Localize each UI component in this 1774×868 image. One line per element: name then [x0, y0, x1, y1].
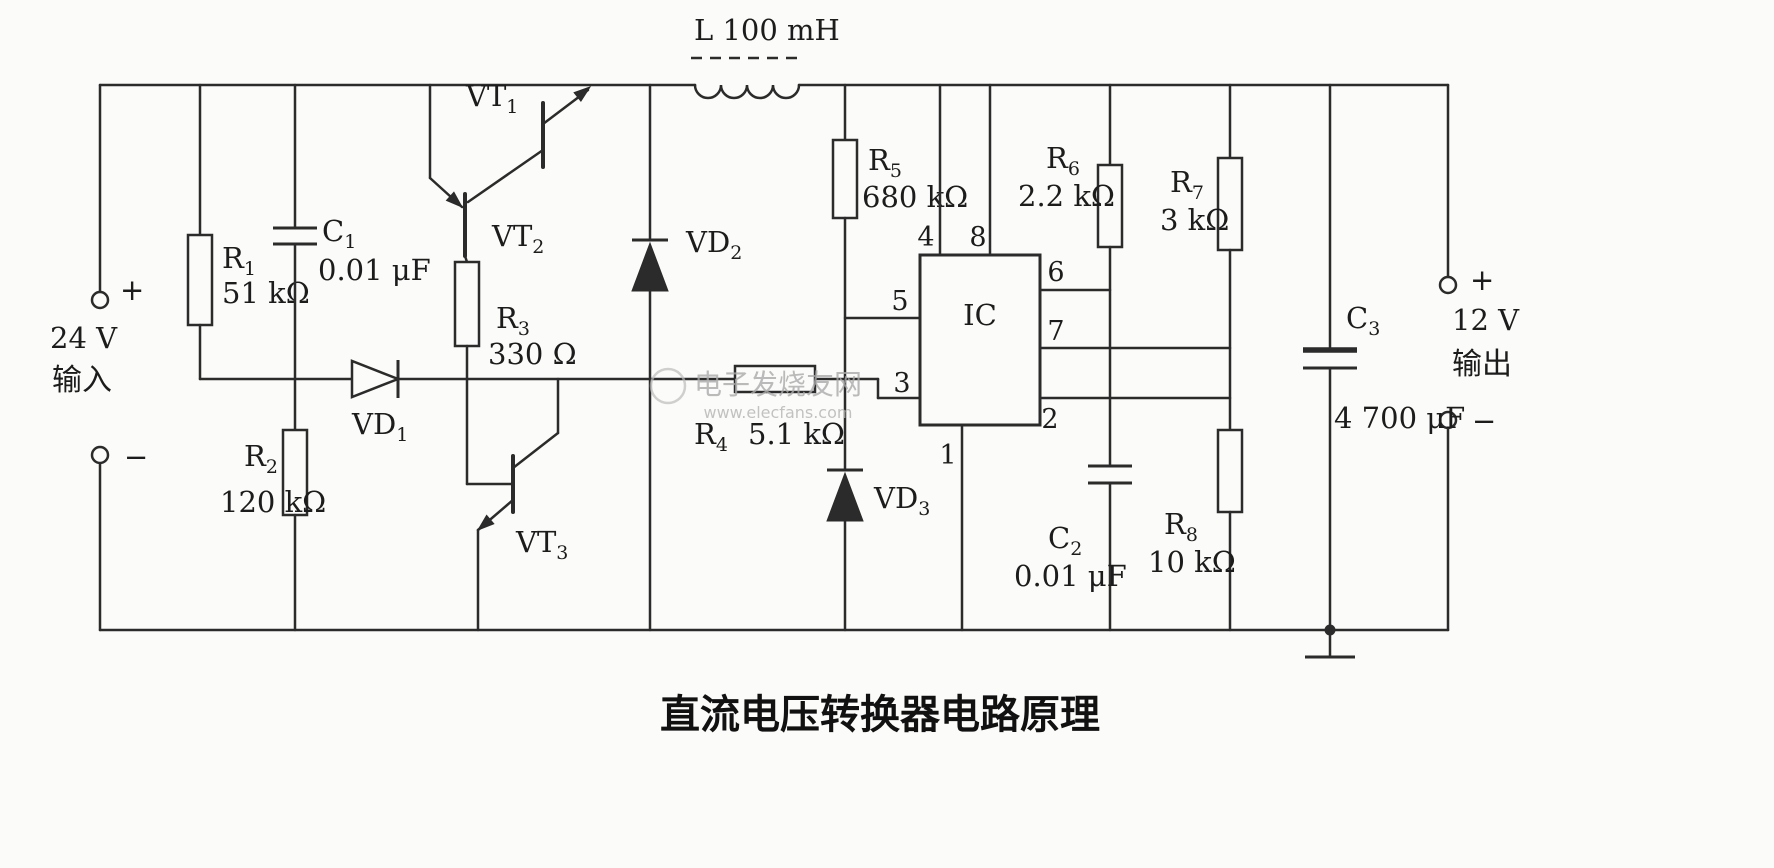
r6-label: R6 [1046, 141, 1080, 180]
output-plus-terminal [1438, 275, 1458, 295]
ic-pin2-label: 2 [1041, 404, 1058, 435]
resistor-r3: R3 330 Ω [453, 260, 577, 486]
r8-label: R8 [1164, 507, 1198, 546]
vd2-label: VD2 [685, 225, 742, 264]
output-minus-sign: − [1472, 404, 1496, 438]
r1-value: 51 kΩ [222, 276, 310, 310]
r2-label: R2 [244, 439, 278, 478]
r7-label: R7 [1170, 165, 1204, 204]
ic-pin8-label: 8 [969, 222, 986, 253]
resistor-r7: R7 3 kΩ [1160, 83, 1244, 432]
ic-label: IC [963, 298, 997, 332]
ic-block: IC 4 8 5 3 6 7 2 1 [891, 83, 1232, 632]
r4-label: R4 [694, 417, 728, 456]
r3-value: 330 Ω [488, 337, 577, 371]
output-plus-sign: + [1470, 263, 1494, 297]
watermark-logo [649, 367, 687, 405]
inductor-label: L 100 mH [694, 13, 840, 47]
resistor-r8: R8 10 kΩ [1148, 428, 1244, 632]
r1-body [186, 233, 214, 327]
transistor-vt1: VT1 [465, 79, 592, 204]
ic-pin7-label: 7 [1047, 316, 1064, 347]
r2-value: 120 kΩ [220, 485, 326, 519]
transistor-vt3: VT3 [465, 377, 568, 632]
diode-vd3: VD3 [826, 468, 930, 632]
r7-body [1216, 156, 1244, 252]
input-minus-terminal [90, 445, 110, 465]
input-voltage-label: 24 V [50, 321, 118, 355]
vt2-label: VT2 [491, 219, 544, 258]
r3-body [453, 260, 481, 348]
vd1-triangle [350, 359, 402, 399]
r5-value: 680 kΩ [862, 180, 968, 214]
watermark: 电子发烧友网 www.elecfans.com [649, 367, 862, 422]
capacitor-c3: C3 4 700 μF [1303, 83, 1465, 659]
c1-label: C1 [322, 214, 356, 253]
input-minus-sign: − [124, 440, 148, 474]
vt2-emitter-arrow [445, 191, 464, 209]
ic-body [918, 253, 1042, 427]
vd1-label: VD1 [351, 407, 408, 446]
diode-vd2: VD2 [631, 83, 742, 632]
resistor-r4: R4 5.1 kΩ [694, 364, 845, 456]
resistor-r5: R5 680 kΩ [831, 83, 968, 472]
vt3-emitter-arrow [476, 514, 495, 531]
r4-value: 5.1 kΩ [748, 417, 845, 451]
r4-body [733, 364, 817, 394]
vd2-triangle [631, 241, 669, 292]
r7-value: 3 kΩ [1160, 203, 1229, 237]
output-cjk-label: 输出 [1452, 347, 1512, 382]
r1-label: R1 [222, 241, 256, 280]
capacitor-c2: C2 0.01 μF [1014, 464, 1132, 632]
diode-vd1: VD1 [350, 359, 408, 446]
vt3-label: VT3 [515, 525, 568, 564]
output-terminal: + − 12 V 输出 [1438, 263, 1520, 438]
inductor-coil [693, 83, 801, 100]
power-rails [98, 83, 1450, 632]
ic-pin3-label: 3 [893, 368, 910, 399]
c1-value: 0.01 μF [318, 253, 431, 287]
input-plus-terminal [90, 290, 110, 310]
diagram-title: 直流电压转换器电路原理 [660, 692, 1100, 738]
vt1-emitter-arrow [573, 86, 592, 103]
c2-label: C2 [1048, 521, 1082, 560]
resistor-r6: R6 2.2 kΩ [1018, 83, 1124, 468]
vd3-triangle [826, 471, 864, 522]
c3-label: C3 [1346, 301, 1380, 340]
input-plus-sign: + [120, 273, 144, 307]
r5-body [831, 138, 859, 220]
watermark-site-url: www.elecfans.com [704, 403, 853, 422]
c3-value: 4 700 μF [1334, 401, 1465, 435]
c2-value: 0.01 μF [1014, 559, 1127, 593]
resistor-r2: R2 120 kΩ [220, 428, 326, 632]
watermark-site-name: 电子发烧友网 [694, 368, 862, 401]
output-voltage-label: 12 V [1452, 303, 1520, 337]
r8-value: 10 kΩ [1148, 545, 1236, 579]
resistor-r1: R1 51 kΩ [186, 83, 310, 381]
ic-pin1-label: 1 [939, 440, 956, 471]
ic-pin6-label: 6 [1047, 257, 1064, 288]
output-minus-terminal [1438, 410, 1458, 430]
inductor-l: L 100 mH [691, 13, 840, 100]
r2-body [281, 428, 309, 517]
input-cjk-label: 输入 [52, 363, 112, 398]
transistor-vt2: VT2 [428, 83, 544, 264]
vd3-label: VD3 [873, 481, 930, 520]
ic-pin5-label: 5 [891, 286, 908, 317]
r5-label: R5 [868, 143, 902, 182]
input-terminal: + − 24 V 输入 [50, 273, 148, 474]
ic-pin4-label: 4 [917, 222, 934, 253]
r8-body [1216, 428, 1244, 514]
capacitor-c1: C1 0.01 μF [273, 83, 431, 432]
middle-wire [198, 377, 922, 400]
r3-label: R3 [496, 301, 530, 340]
r6-value: 2.2 kΩ [1018, 179, 1115, 213]
vt1-label: VT1 [465, 79, 518, 118]
